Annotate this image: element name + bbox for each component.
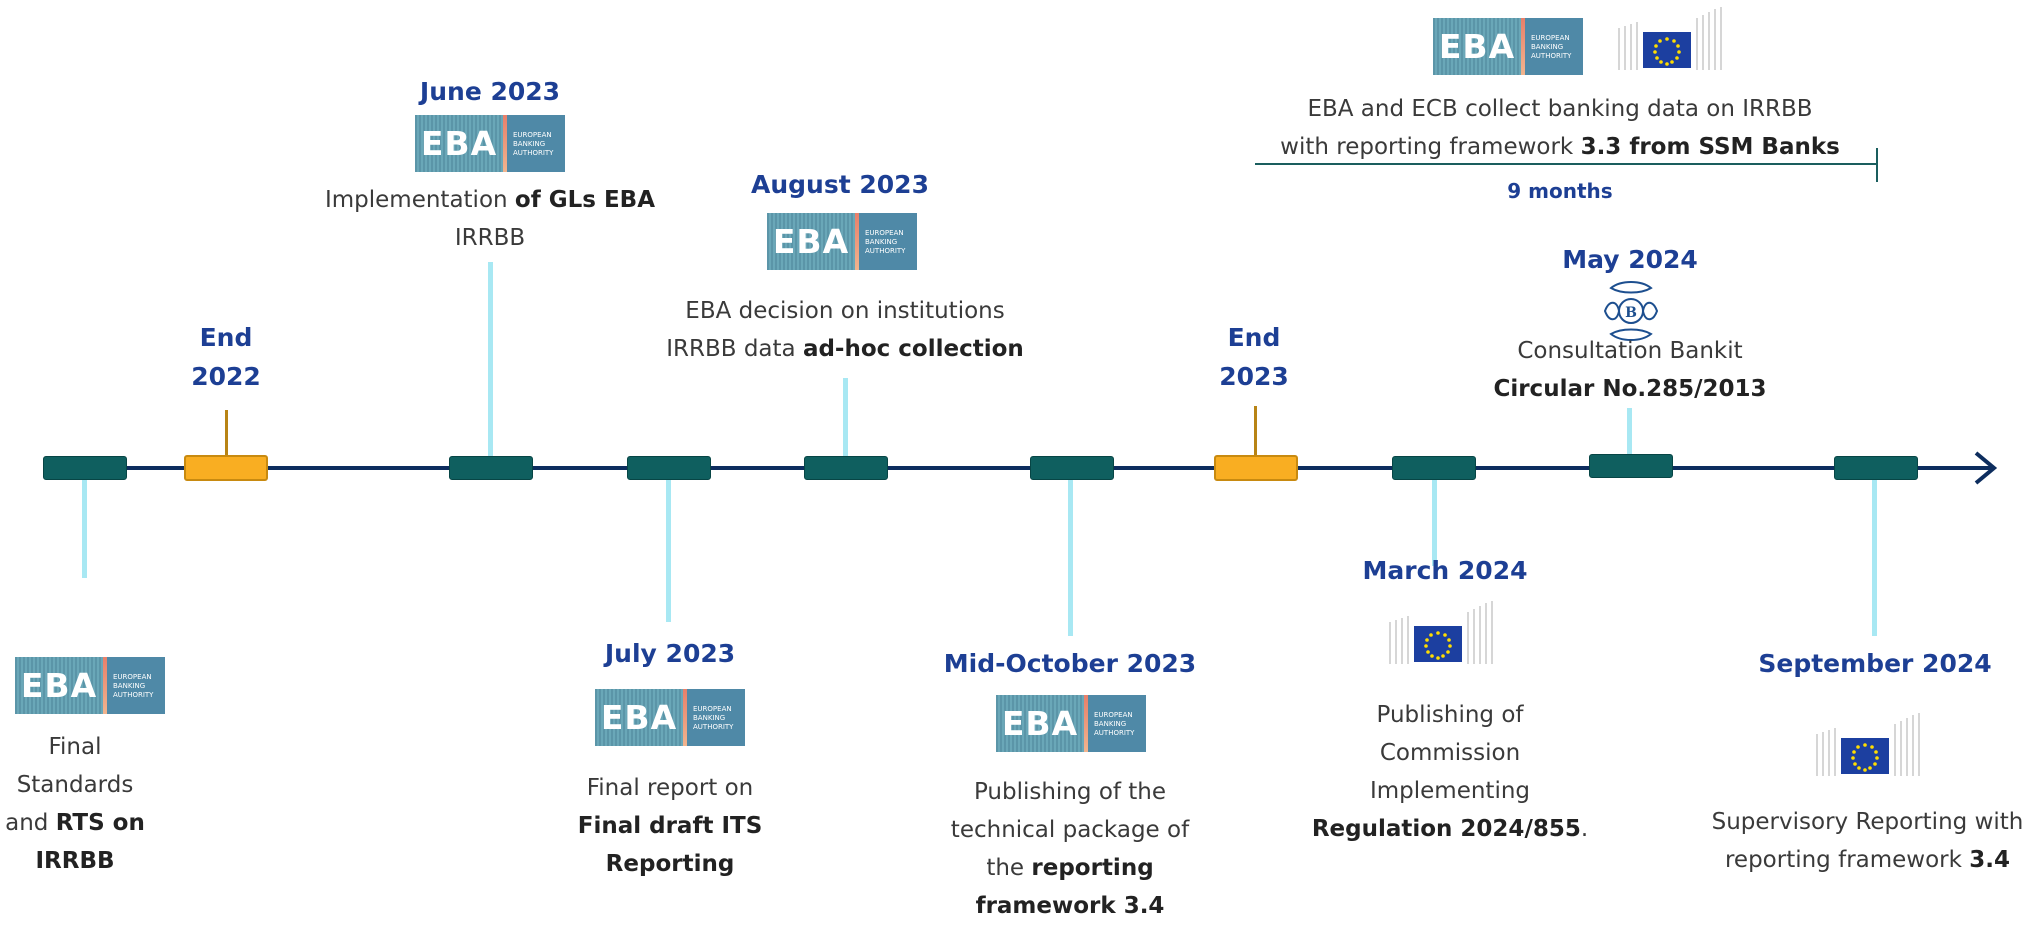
stem-may-2024 (1627, 408, 1632, 458)
date-may-2024: May 2024 (1562, 245, 1698, 274)
eba-logo: EBA EUROPEAN BANKING AUTHORITY (996, 695, 1146, 752)
stem-august-2023 (843, 378, 848, 458)
european-commission-logo (1816, 713, 1920, 776)
date-end-2023: End 2023 (1219, 323, 1289, 391)
marker-june-2023 (449, 456, 533, 480)
desc-august-2023: EBA decision on institutions IRRBB data … (666, 298, 1024, 362)
date-end-2022: End 2022 (191, 323, 261, 391)
stem-sept-2024 (1872, 478, 1877, 636)
marker-midoct-2023 (1030, 456, 1114, 480)
date-march-2024: March 2024 (1362, 556, 1528, 585)
eba-logo: EBA EUROPEAN BANKING AUTHORITY (415, 115, 565, 172)
stem-end-2023 (1254, 406, 1257, 460)
desc-sept-2024: Supervisory Reporting with reporting fra… (1711, 809, 2024, 873)
eba-logo: EBA EUROPEAN BANKING AUTHORITY (767, 213, 917, 270)
european-commission-logo (1618, 7, 1722, 70)
date-august-2023-label: August 2023 (751, 170, 929, 199)
marker-sept-2024 (1834, 456, 1918, 480)
stem-final-rts (82, 478, 87, 578)
marker-july-2023 (627, 456, 711, 480)
desc-june-2023: Implementation of GLs EBA IRRBB (324, 187, 656, 251)
date-sept-2024: September 2024 (1758, 649, 1992, 678)
marker-end-2022 (184, 455, 268, 481)
european-commission-logo (1389, 601, 1493, 664)
date-july-2023: July 2023 (604, 639, 736, 668)
date-midoct-2023: Mid-October 2023 (943, 649, 1197, 678)
stem-july-2023 (666, 478, 671, 622)
desc-ecb-collection: EBA and ECB collect banking data on IRRB… (1280, 96, 1840, 160)
stem-june-2023 (488, 262, 493, 458)
svg-text:B: B (1625, 305, 1637, 321)
desc-midoct-2023: Publishing of the technical package of t… (950, 779, 1190, 919)
marker-august-2023 (804, 456, 888, 480)
desc-may-2024: Consultation Bankit Circular No.285/2013 (1493, 338, 1767, 402)
marker-may-2024 (1589, 454, 1673, 478)
stem-march-2024 (1432, 478, 1437, 566)
stem-midoct-2023 (1068, 478, 1073, 636)
desc-final-rts: Final Standards and RTS on IRRBB (5, 734, 145, 874)
bankit-logo-icon: B (1603, 281, 1659, 341)
eba-logo: EBA EUROPEAN BANKING AUTHORITY (15, 657, 165, 714)
date-june-2023: June 2023 (419, 77, 561, 106)
stem-end-2022 (225, 410, 228, 460)
marker-final-rts (43, 456, 127, 480)
desc-july-2023: Final report on Final draft ITS Reportin… (577, 775, 763, 877)
marker-end-2023 (1214, 455, 1298, 481)
marker-march-2024 (1392, 456, 1476, 480)
duration-label: 9 months (1507, 179, 1613, 203)
eba-logo: EBA EUROPEAN BANKING AUTHORITY (595, 689, 745, 746)
eba-logo: EBA EUROPEAN BANKING AUTHORITY (1433, 18, 1583, 75)
desc-march-2024: Publishing of Commission Implementing Re… (1311, 702, 1589, 842)
